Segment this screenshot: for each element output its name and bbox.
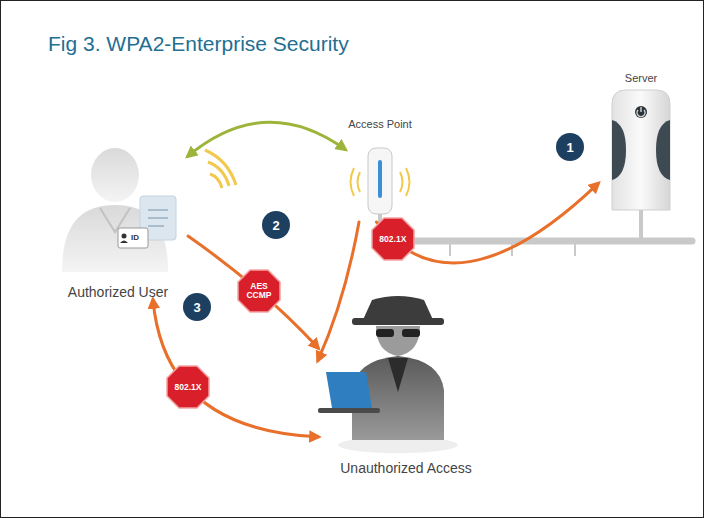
device-node: Server	[598, 72, 684, 215]
protocol-octagon: 802.1X	[371, 217, 415, 261]
callout-number: 2	[262, 211, 290, 239]
device-node: Unauthorized Access	[318, 298, 494, 476]
badge-text: ID	[131, 233, 139, 242]
protocol-octagon: 802.1X	[166, 365, 210, 409]
device-label: Unauthorized Access	[318, 460, 494, 476]
device-label: Authorized User	[48, 284, 188, 300]
connector-arrow	[318, 222, 359, 360]
callout-number: 1	[556, 133, 584, 161]
callout-number: 3	[183, 293, 211, 321]
device-label: Access Point	[345, 118, 415, 130]
connector-arrow	[188, 122, 345, 156]
connector-arrow	[188, 236, 318, 348]
figure-title: Fig 3. WPA2-Enterprise Security	[48, 32, 349, 56]
edge-label: 802.1X	[376, 217, 410, 261]
connector-arrow	[153, 300, 318, 437]
edge-label: 802.1X	[171, 365, 205, 409]
edge-label: AES CCMP	[242, 269, 276, 313]
device-label: Server	[598, 72, 684, 84]
device-node: Authorized User	[48, 140, 188, 300]
device-node: Access Point	[345, 118, 415, 222]
protocol-octagon: AES CCMP	[237, 269, 281, 313]
